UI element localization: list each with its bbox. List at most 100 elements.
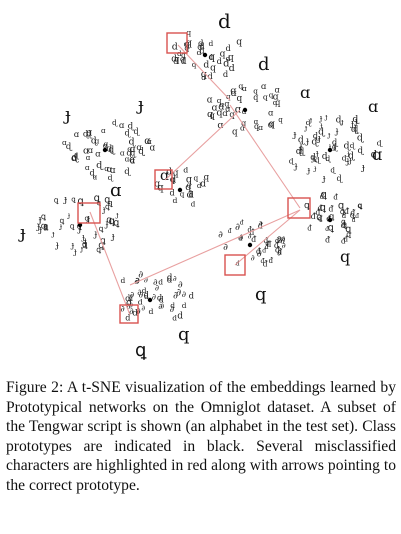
character-point: ɖ bbox=[357, 133, 365, 144]
character-point: q bbox=[241, 119, 246, 128]
character-point: ᵭ bbox=[266, 239, 272, 250]
character-point: ɟ bbox=[346, 157, 350, 167]
character-point: d bbox=[183, 166, 188, 175]
character-point: ∂ bbox=[278, 236, 283, 246]
figure-caption: Figure 2: A t-SNE visualization of the e… bbox=[6, 379, 396, 494]
character-point: q bbox=[253, 93, 258, 102]
character-point: ꝗ bbox=[70, 221, 75, 230]
character-point: q bbox=[180, 54, 185, 63]
character-point: d bbox=[209, 39, 214, 48]
character-point: ꝗ bbox=[108, 198, 114, 208]
character-point: d bbox=[128, 294, 133, 303]
character-point: ɖ bbox=[311, 136, 319, 147]
character-point: d bbox=[138, 298, 143, 307]
character-point: ɑ bbox=[231, 88, 237, 99]
character-point: ɑ bbox=[136, 142, 142, 152]
character-point: d bbox=[187, 189, 193, 200]
character-point: q bbox=[192, 60, 197, 69]
character-point: d bbox=[170, 301, 175, 310]
character-point: ɖ bbox=[344, 140, 352, 151]
character-point: ᵭ bbox=[341, 237, 346, 247]
correction-arrow bbox=[234, 209, 301, 266]
character-point: ∂ bbox=[218, 229, 223, 240]
cluster-character: ɑ bbox=[372, 145, 382, 164]
character-point: q bbox=[220, 50, 226, 60]
character-point: ∂ bbox=[121, 304, 125, 314]
character-point: ɑ bbox=[218, 102, 224, 113]
character-point: ɖ bbox=[124, 167, 131, 177]
character-point: ɑ bbox=[104, 140, 109, 149]
character-point: ᵭ bbox=[333, 192, 338, 202]
character-point: ɑ bbox=[212, 102, 218, 113]
cluster-character: q bbox=[255, 284, 267, 305]
character-point: d bbox=[159, 295, 164, 305]
character-point: ᵭ bbox=[274, 240, 280, 251]
character-point: d bbox=[191, 200, 196, 209]
character-point: d bbox=[200, 47, 205, 56]
character-point: ɖ bbox=[336, 116, 343, 126]
misclassified-highlight-box bbox=[224, 254, 246, 276]
character-point: ɑ bbox=[110, 166, 116, 176]
class-prototype bbox=[202, 52, 208, 58]
character-point: ɟ bbox=[67, 210, 71, 219]
character-point: ∂ bbox=[139, 291, 144, 301]
character-point: d bbox=[226, 43, 232, 53]
character-point: d bbox=[167, 274, 173, 284]
character-point: ∂ bbox=[141, 303, 145, 312]
character-point: q bbox=[217, 96, 222, 105]
character-point: ɖ bbox=[348, 151, 355, 162]
character-point: ∂ bbox=[170, 305, 174, 315]
character-point: d bbox=[158, 278, 163, 287]
character-point: ɖ bbox=[322, 152, 329, 162]
character-point: ∂ bbox=[173, 274, 177, 283]
character-point: q bbox=[228, 53, 234, 63]
character-point: q bbox=[275, 98, 280, 107]
character-point: d bbox=[157, 292, 163, 302]
character-point: ∂ bbox=[160, 301, 164, 310]
character-point: d bbox=[229, 63, 235, 74]
character-point: ɖ bbox=[129, 137, 137, 148]
character-point: ꝗ bbox=[320, 202, 327, 213]
character-point: ᵭ bbox=[341, 220, 347, 231]
character-point: ᵭ bbox=[262, 245, 266, 254]
character-point: ᵭ bbox=[258, 220, 264, 231]
character-point: q bbox=[216, 108, 222, 119]
character-point: ɟ bbox=[309, 115, 313, 124]
character-point: q bbox=[269, 90, 274, 99]
character-point: ɖ bbox=[108, 145, 115, 156]
character-point: d bbox=[125, 293, 130, 303]
character-point: ɖ bbox=[330, 165, 336, 174]
character-point: ∂ bbox=[137, 287, 141, 297]
character-point: ɟ bbox=[350, 119, 354, 129]
character-point: q bbox=[229, 109, 234, 119]
character-point: ɖ bbox=[86, 129, 92, 138]
character-point: q bbox=[238, 82, 243, 91]
character-point: ꝗ bbox=[71, 194, 76, 203]
character-point: q bbox=[236, 37, 242, 48]
misclassified-highlight-box bbox=[166, 32, 188, 54]
character-point: q bbox=[186, 37, 192, 48]
character-point: ɟ bbox=[332, 143, 336, 152]
character-point: ꝗ bbox=[60, 216, 65, 225]
character-point: ɖ bbox=[125, 127, 132, 137]
character-point: ᵭ bbox=[307, 223, 312, 233]
character-point: q bbox=[210, 64, 216, 74]
character-point: d bbox=[197, 181, 202, 190]
character-point: ɖ bbox=[134, 126, 141, 136]
character-point: ɖ bbox=[108, 173, 114, 182]
character-point: d bbox=[198, 39, 204, 49]
character-point: ᵭ bbox=[355, 211, 359, 220]
character-point: ɟ bbox=[315, 148, 319, 158]
character-point: ɖ bbox=[126, 148, 133, 158]
character-point: d bbox=[170, 175, 176, 186]
character-point: d bbox=[217, 56, 223, 66]
character-point: ɟ bbox=[299, 144, 303, 154]
correction-arrow bbox=[229, 104, 301, 209]
character-point: ᵭ bbox=[269, 255, 274, 265]
character-point: ɟ bbox=[36, 221, 40, 232]
character-point: ɟ bbox=[55, 240, 59, 251]
character-point: ɑ bbox=[217, 120, 223, 131]
character-point: ɖ bbox=[313, 131, 320, 141]
character-point: ᵭ bbox=[228, 226, 232, 235]
